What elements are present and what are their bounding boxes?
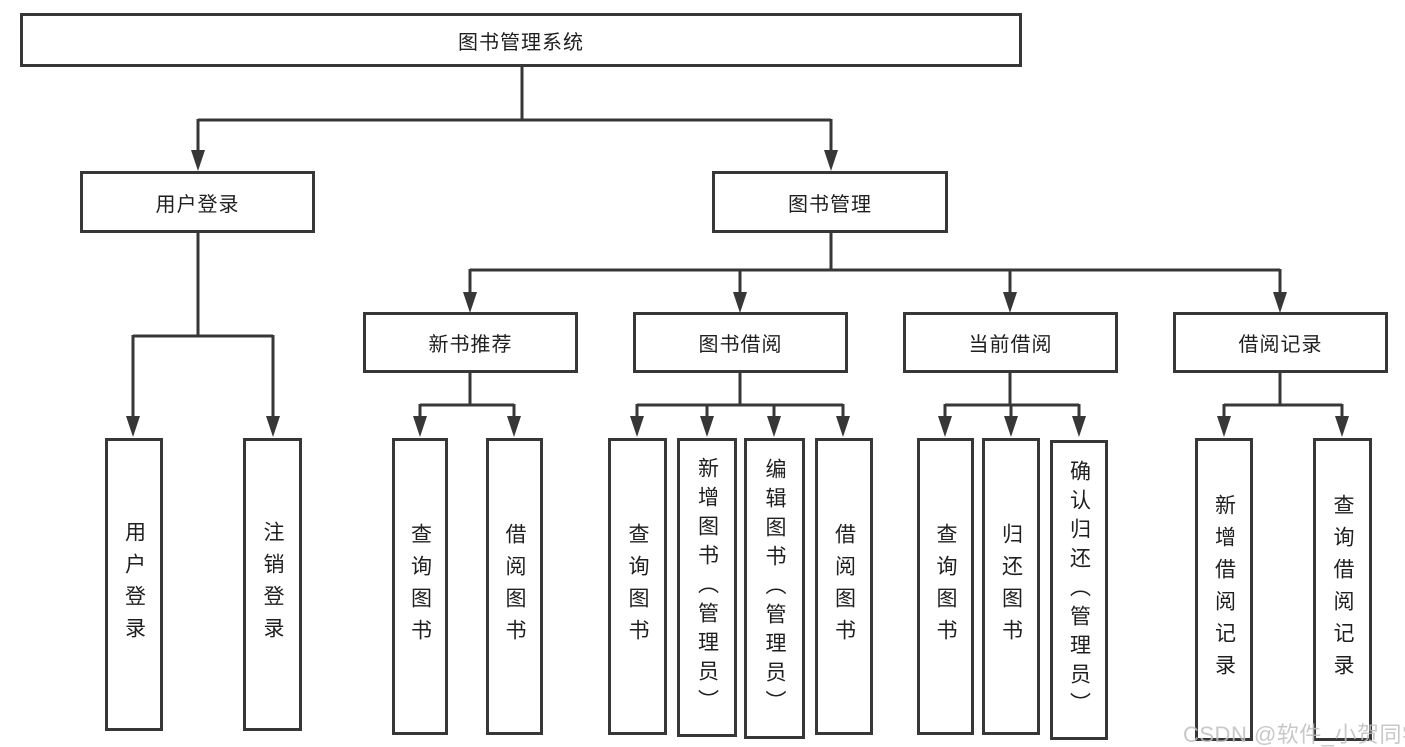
node-label: 查询图书 — [626, 522, 649, 651]
node-current-borrow: 当前借阅 — [903, 312, 1118, 373]
node-label: 注销登录 — [261, 520, 284, 649]
node-label: 编辑图书（管理员） — [763, 458, 786, 719]
node-borrow-books-recommend: 借阅图书 — [486, 438, 543, 735]
node-label: 新书推荐 — [428, 334, 513, 356]
node-label: 归还图书 — [999, 522, 1023, 651]
node-label: 图书借阅 — [698, 334, 783, 356]
node-query-books-borrow: 查询图书 — [608, 438, 667, 735]
node-query-books-current: 查询图书 — [917, 438, 974, 735]
node-label: 用户登录 — [122, 520, 146, 649]
node-label: 查询借阅记录 — [1331, 493, 1354, 686]
node-label: 借阅图书 — [503, 522, 526, 651]
node-label: 图书管理 — [788, 193, 872, 216]
node-label: 新增借阅记录 — [1212, 493, 1236, 686]
node-borrow-records: 借阅记录 — [1173, 312, 1388, 373]
node-confirm-return-admin: 确认归还（管理员） — [1050, 440, 1108, 740]
node-borrow-books-leaf: 借阅图书 — [815, 438, 873, 735]
node-label: 新增图书（管理员） — [695, 457, 719, 718]
node-query-books-recommend: 查询图书 — [392, 438, 448, 735]
node-logout: 注销登录 — [243, 438, 302, 731]
watermark: CSDN @软件_小贺同学 — [1183, 722, 1405, 747]
node-user-login-leaf: 用户登录 — [105, 438, 163, 731]
node-label: 查询图书 — [934, 522, 957, 651]
node-label: 用户登录 — [155, 193, 240, 216]
node-return-books: 归还图书 — [982, 438, 1040, 735]
node-label: 当前借阅 — [968, 334, 1053, 356]
node-label: 图书管理系统 — [458, 31, 584, 54]
node-book-borrow: 图书借阅 — [633, 312, 848, 373]
node-edit-book-admin: 编辑图书（管理员） — [744, 438, 805, 739]
node-label: 借阅记录 — [1238, 334, 1323, 356]
node-new-book-recommend: 新书推荐 — [363, 312, 578, 373]
node-label: 借阅图书 — [832, 522, 856, 651]
node-book-management-system: 图书管理系统 — [20, 13, 1022, 67]
node-query-borrow-record: 查询借阅记录 — [1313, 438, 1372, 741]
node-label: 查询图书 — [408, 522, 432, 651]
node-book-management: 图书管理 — [712, 171, 948, 233]
node-label: 确认归还（管理员） — [1067, 459, 1091, 721]
node-add-borrow-record: 新增借阅记录 — [1195, 438, 1253, 741]
node-user-login: 用户登录 — [80, 171, 315, 233]
node-add-book-admin: 新增图书（管理员） — [677, 438, 737, 737]
